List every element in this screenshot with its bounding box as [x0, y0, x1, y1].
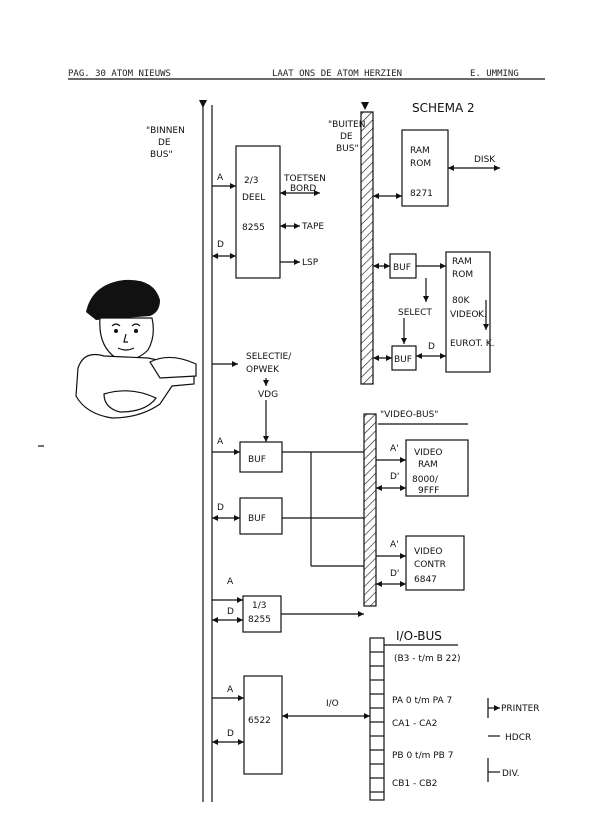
- svg-text:8255: 8255: [242, 223, 265, 233]
- via-6522-block: 6522 A D I/O: [212, 675, 370, 775]
- io-bus-label: I/O-BUS: [396, 629, 442, 643]
- svg-text:9FFF: 9FFF: [418, 486, 439, 496]
- svg-text:VIDEO: VIDEO: [450, 310, 479, 320]
- header-right: E. UMMING: [470, 69, 519, 79]
- video-bus: "VIDEO-BUS": [363, 410, 468, 607]
- svg-text:VIDEO: VIDEO: [414, 547, 443, 557]
- disk-label: DISK: [474, 155, 496, 165]
- buffer-address-video: BUF A: [212, 400, 364, 473]
- svg-text:A: A: [227, 577, 234, 587]
- svg-text:D: D: [428, 342, 435, 352]
- internal-bus: [199, 100, 213, 802]
- svg-text:BUS": BUS": [150, 150, 173, 160]
- header-center: LAAT ONS DE ATOM HERZIEN: [272, 69, 402, 79]
- svg-text:CB1 - CB2: CB1 - CB2: [392, 779, 437, 789]
- header-left: PAG. 30 ATOM NIEUWS: [68, 69, 171, 79]
- svg-text:A: A: [217, 173, 224, 183]
- buffer-upper: BUF: [373, 253, 446, 279]
- div-label: DIV.: [502, 769, 519, 779]
- svg-text:A: A: [217, 437, 224, 447]
- ppi-upper-bus-links: A D: [212, 173, 236, 259]
- svg-text:A: A: [227, 685, 234, 695]
- keyboard-label: TOETSEN: [283, 174, 326, 184]
- svg-text:D': D': [390, 569, 399, 579]
- svg-text:RAM: RAM: [452, 257, 472, 267]
- svg-text:SELECTIE/: SELECTIE/: [246, 352, 292, 362]
- svg-text:D': D': [390, 472, 399, 482]
- svg-text:D: D: [217, 503, 224, 513]
- printer-label: PRINTER: [501, 704, 540, 714]
- tape-label: TAPE: [301, 222, 324, 232]
- select-link: SELECT: [398, 278, 432, 344]
- svg-text:BUF: BUF: [248, 455, 266, 465]
- svg-text:A': A': [390, 444, 399, 454]
- selection-decoder: SELECTIE/ OPWEK VDG: [212, 352, 292, 400]
- svg-text:RAM: RAM: [418, 460, 438, 470]
- svg-text:PA 0 t/m PA 7: PA 0 t/m PA 7: [392, 696, 452, 706]
- svg-text:BUF: BUF: [393, 263, 411, 273]
- svg-text:6847: 6847: [414, 575, 437, 585]
- svg-text:"BUITEN: "BUITEN: [328, 120, 365, 130]
- svg-text:ROM: ROM: [410, 159, 431, 169]
- buffer-lower: BUF D: [373, 342, 446, 371]
- svg-text:VIDEO: VIDEO: [414, 448, 443, 458]
- svg-text:BUF: BUF: [248, 514, 266, 524]
- svg-text:BUF: BUF: [394, 355, 412, 365]
- svg-text:D: D: [217, 240, 224, 250]
- svg-text:6522: 6522: [248, 716, 271, 726]
- ppi-8255-upper: 2/3 DEEL 8255: [235, 145, 281, 279]
- io-label: I/O: [326, 699, 339, 709]
- external-bus-label: "BUITEN DE BUS": [328, 120, 365, 154]
- svg-text:"BINNEN: "BINNEN: [146, 126, 185, 136]
- vdg-label: VDG: [258, 390, 278, 400]
- svg-text:A': A': [390, 540, 399, 550]
- svg-text:EUROT. K.: EUROT. K.: [450, 339, 495, 349]
- svg-text:D: D: [227, 607, 234, 617]
- svg-text:CA1 - CA2: CA1 - CA2: [392, 719, 437, 729]
- svg-text:K.: K.: [478, 310, 487, 320]
- select-label: SELECT: [398, 308, 432, 318]
- io-port-lines: PA 0 t/m PA 7 CA1 - CA2 PRINTER HDCR PB …: [392, 696, 540, 789]
- cartoon-character: [75, 279, 197, 419]
- buffer-data-video: BUF D: [212, 452, 364, 567]
- svg-text:BORD: BORD: [290, 184, 316, 194]
- schema-title: SCHEMA 2: [412, 101, 475, 115]
- hdcr-label: HDCR: [505, 733, 531, 743]
- svg-text:OPWEK: OPWEK: [246, 365, 280, 375]
- svg-text:DE: DE: [340, 132, 353, 142]
- svg-text:8000/: 8000/: [412, 475, 439, 485]
- svg-text:BUS": BUS": [336, 144, 359, 154]
- video-bus-label: "VIDEO-BUS": [380, 410, 438, 420]
- svg-text:1/3: 1/3: [252, 601, 266, 611]
- expansion-memory-block: RAM ROM 80K VIDEO K. EUROT. K.: [445, 251, 495, 373]
- svg-text:RAM: RAM: [410, 146, 430, 156]
- svg-text:D: D: [227, 729, 234, 739]
- io-bus-range: (B3 - t/m B 22): [394, 654, 461, 664]
- svg-text:ROM: ROM: [452, 270, 473, 280]
- external-bus: [360, 102, 374, 385]
- video-ram-block: VIDEO RAM 8000/ 9FFF A' D': [376, 439, 469, 497]
- svg-text:DEEL: DEEL: [242, 193, 265, 203]
- internal-bus-label: "BINNEN DE BUS": [146, 126, 185, 160]
- svg-text:8271: 8271: [410, 189, 433, 199]
- ppi-upper-outputs: TOETSEN BORD TAPE LSP: [280, 174, 326, 268]
- disk-controller-block: RAM ROM 8271 DISK: [373, 129, 500, 207]
- svg-text:PB 0 t/m PB 7: PB 0 t/m PB 7: [392, 751, 453, 761]
- svg-text:80K: 80K: [452, 296, 470, 306]
- svg-text:CONTR: CONTR: [414, 560, 446, 570]
- speaker-label: LSP: [302, 258, 319, 268]
- video-controller-block: VIDEO CONTR 6847 A' D': [376, 535, 465, 591]
- svg-text:2/3: 2/3: [244, 176, 258, 186]
- io-bus: I/O-BUS (B3 - t/m B 22): [369, 629, 461, 801]
- svg-text:8255: 8255: [248, 615, 271, 625]
- svg-text:DE: DE: [158, 138, 171, 148]
- ppi-8255-lower: 1/3 8255 A D: [212, 577, 364, 633]
